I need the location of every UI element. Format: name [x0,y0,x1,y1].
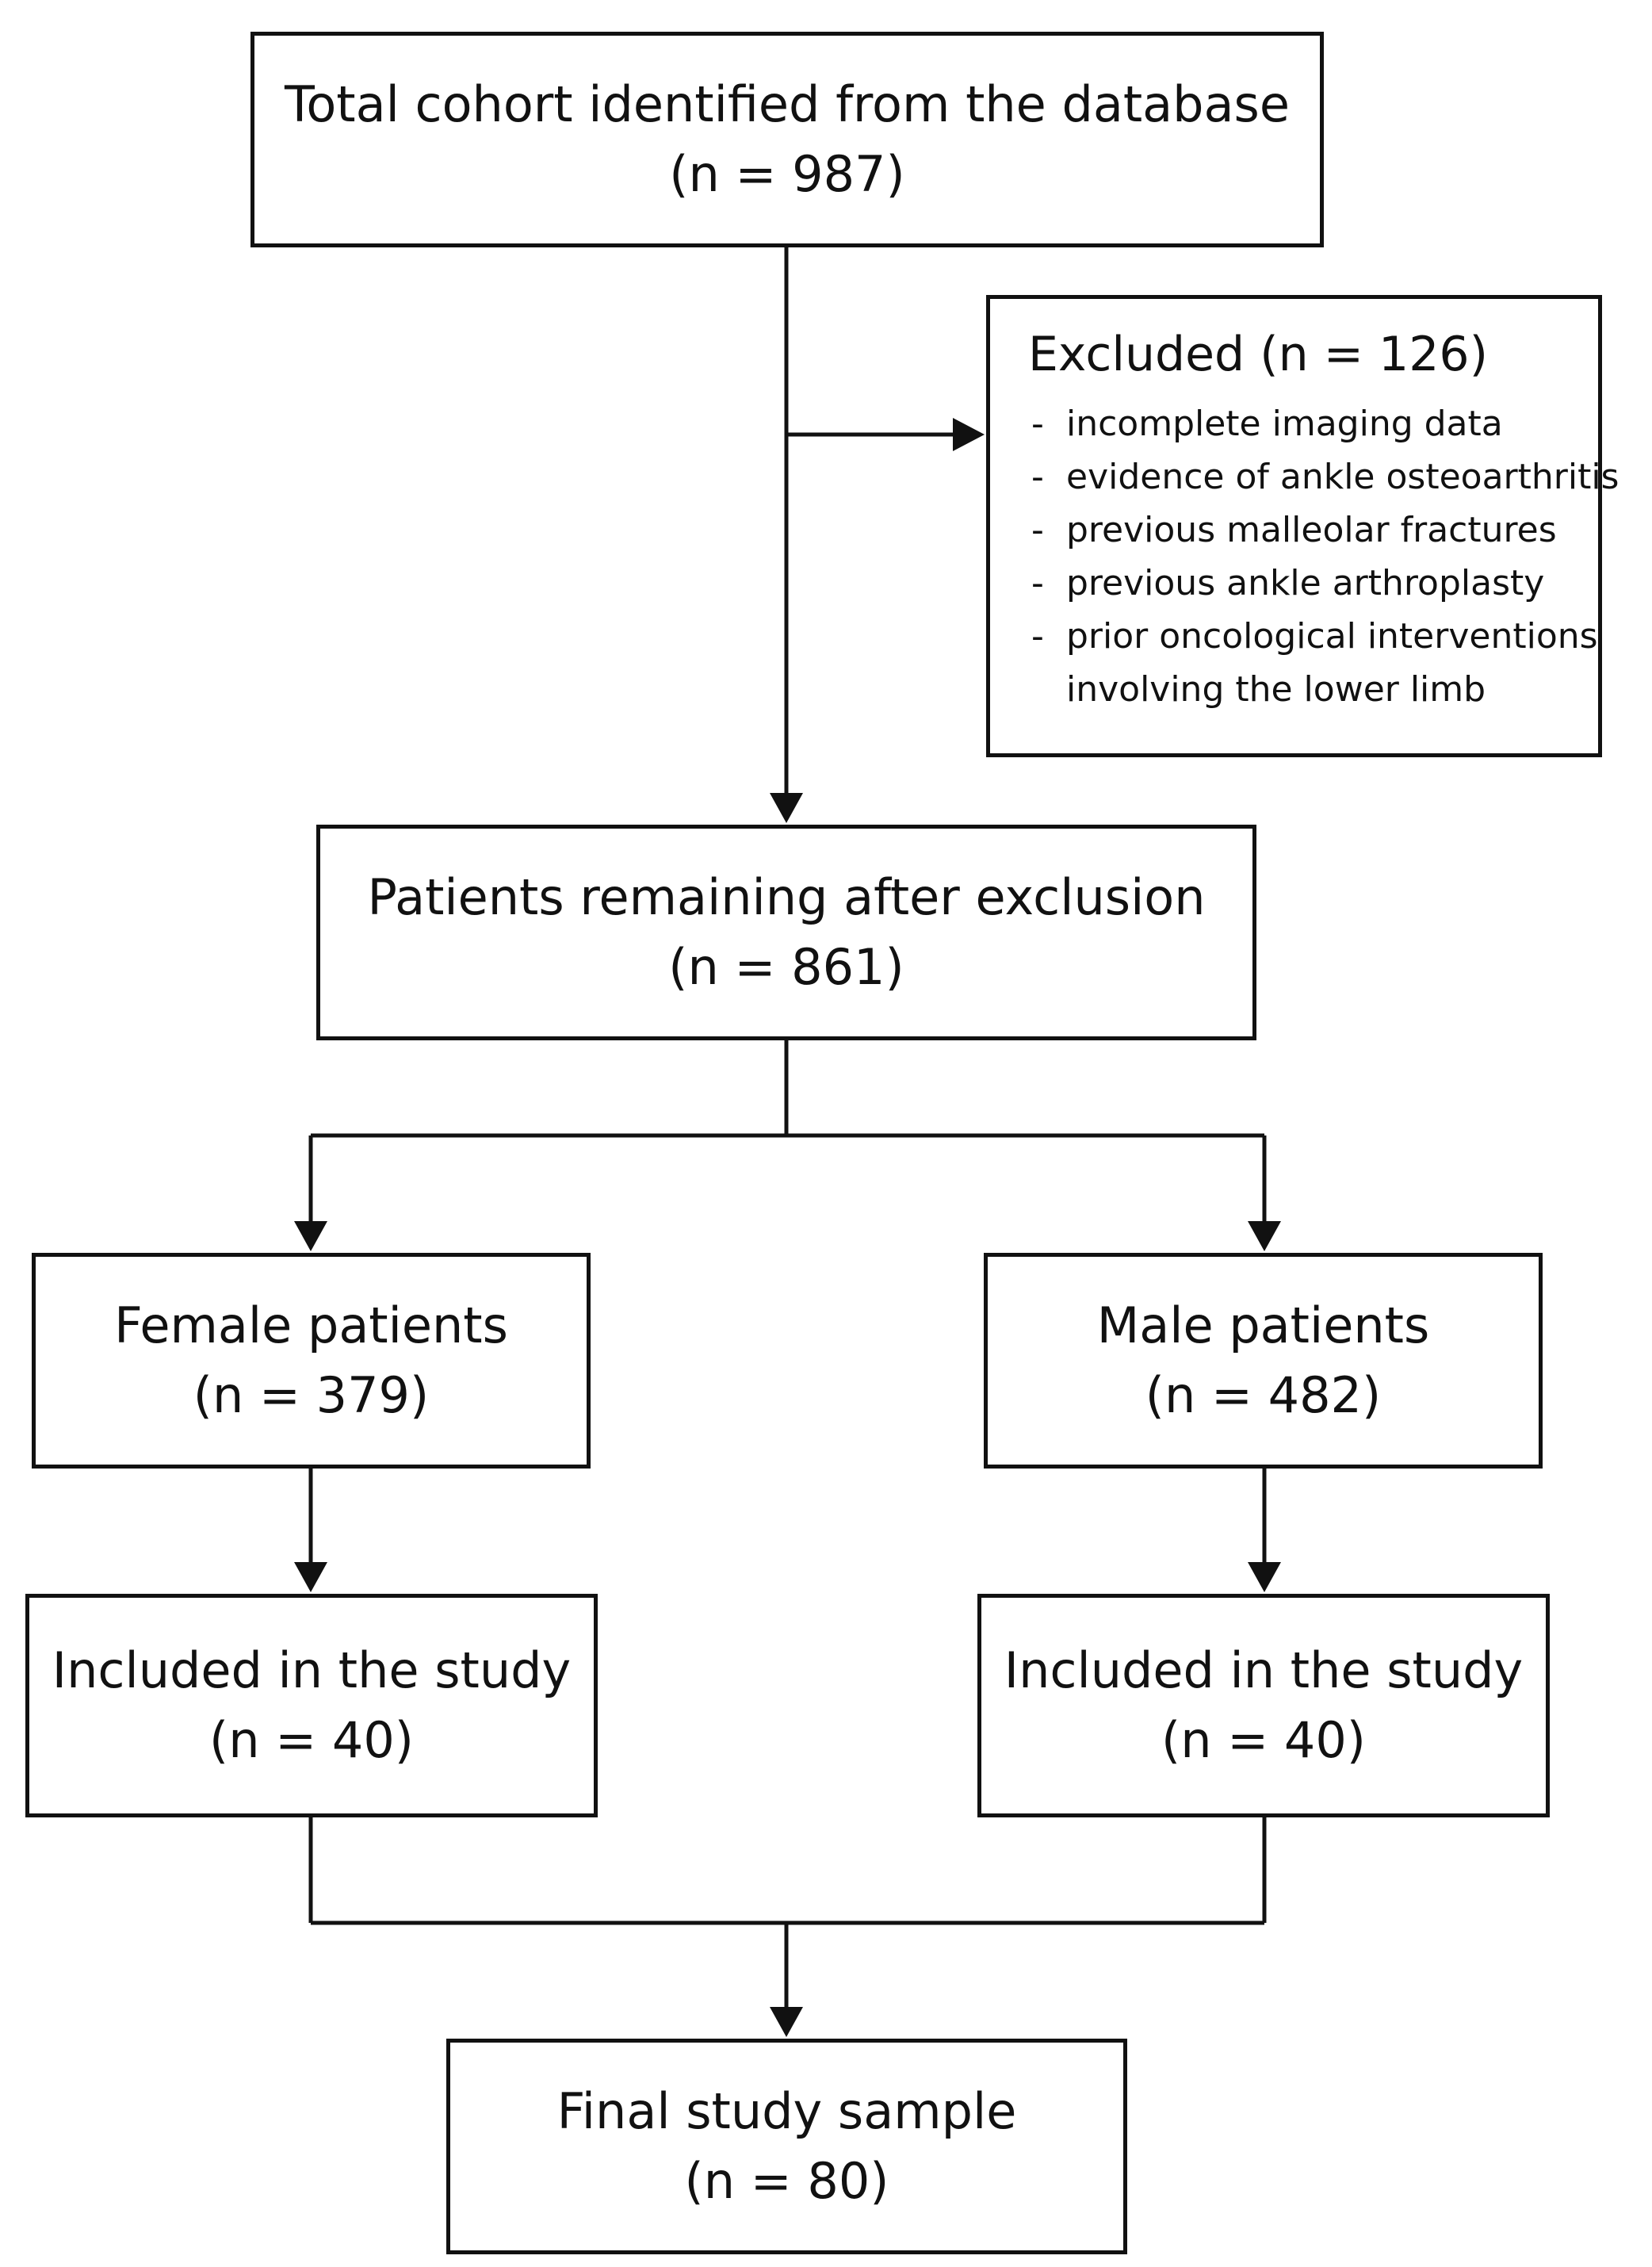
arrow-to-male-head [1248,1221,1281,1251]
included-male-box: Included in the study (n = 40) [977,1594,1550,1817]
arrow-to-final-head [770,2007,803,2037]
included-female-count: (n = 40) [209,1711,414,1769]
male-patients-box: Male patients (n = 482) [984,1253,1543,1469]
exclusion-reason-continuation: involving the lower limb [1066,669,1486,710]
included-male-title: Included in the study [1004,1641,1524,1699]
exclusion-reason: previous malleolar fractures [1028,504,1619,557]
included-male-count: (n = 40) [1161,1711,1366,1769]
final-sample-box: Final study sample (n = 80) [446,2039,1127,2254]
total-cohort-box: Total cohort identified from the databas… [250,32,1324,247]
male-patients-count: (n = 482) [1145,1366,1382,1424]
male-patients-title: Male patients [1096,1296,1430,1354]
arrow-to-excluded-head [953,418,985,451]
included-female-box: Included in the study (n = 40) [25,1594,598,1817]
arrow-to-remaining-head [770,793,803,823]
female-patients-title: Female patients [114,1296,508,1354]
arrow-to-included-female-head [294,1562,327,1592]
included-female-title: Included in the study [52,1641,572,1699]
arrow-to-female-head [294,1221,327,1251]
remaining-title: Patients remaining after exclusion [367,868,1206,926]
excluded-title: Excluded (n = 126) [1028,327,1488,382]
exclusion-reasons-list: incomplete imaging data evidence of ankl… [1028,397,1619,716]
final-sample-title: Final study sample [556,2082,1017,2140]
exclusion-reason: previous ankle arthroplasty [1028,557,1619,610]
final-sample-count: (n = 80) [684,2152,889,2210]
remaining-box: Patients remaining after exclusion (n = … [316,825,1256,1040]
total-cohort-count: (n = 987) [669,145,905,203]
excluded-box: Excluded (n = 126) incomplete imaging da… [986,295,1619,757]
exclusion-reason: incomplete imaging data [1028,397,1619,450]
total-cohort-title: Total cohort identified from the databas… [285,75,1290,133]
arrow-to-included-male-head [1248,1562,1281,1592]
female-patients-box: Female patients (n = 379) [32,1253,591,1469]
female-patients-count: (n = 379) [193,1366,430,1424]
exclusion-reason: prior oncological interventions [1028,610,1619,663]
exclusion-reason: evidence of ankle osteoarthritis [1028,450,1619,504]
remaining-count: (n = 861) [668,938,904,996]
